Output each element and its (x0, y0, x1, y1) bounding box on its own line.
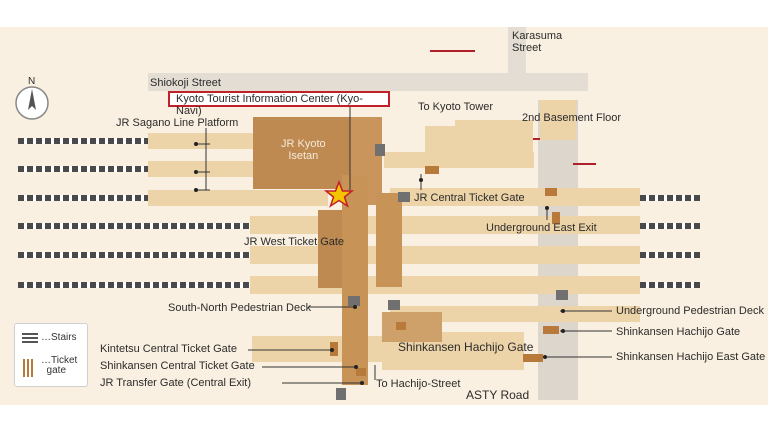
shiokoji-street (148, 73, 588, 91)
karasuma-street-label: Karasuma Street (512, 30, 563, 54)
shiokoji-street-label: Shiokoji Street (150, 77, 221, 89)
kintetsu-gate-label: Kintetsu Central Ticket Gate (100, 343, 237, 355)
pointer-lines (196, 107, 612, 384)
lower-building (382, 312, 442, 342)
pointer-dots (194, 142, 565, 385)
kyoto-tower-label: To Kyoto Tower (418, 101, 494, 113)
sagano-platform-label: JR Sagano Line Platform (116, 117, 239, 129)
shinkansen-hachijo-gate-label: Shinkansen Hachijo Gate (398, 340, 534, 354)
jr-transfer-gate-label: JR Transfer Gate (Central Exit) (100, 377, 251, 389)
underground-pedestrian-deck-label: Underground Pedestrian Deck (616, 305, 764, 317)
stairs-legend-icon (22, 333, 38, 343)
shinkansen-hachijo-east-gate-label: Shinkansen Hachijo East Gate (616, 351, 766, 363)
kyo-navi-star (323, 179, 355, 208)
asty-road-label: ASTY Road (466, 388, 530, 402)
legend: …Stairs …Ticket gate (14, 323, 88, 387)
buildings (253, 117, 442, 385)
underground-east-exit-label: Underground East Exit (486, 222, 597, 234)
karasuma-street (508, 27, 526, 75)
ticket-gate-legend-icon (23, 359, 33, 377)
stairs-markers (336, 144, 568, 400)
ticket-gate-markers (330, 166, 560, 376)
ticket-gate-legend-label: …Ticket gate (41, 355, 78, 376)
stairs-legend-label: …Stairs (41, 332, 77, 343)
hachijo-street-label: To Hachijo-Street (376, 378, 461, 390)
shinkansen-central-gate-label: Shinkansen Central Ticket Gate (100, 360, 255, 372)
isetan-label: JR Kyoto Isetan (281, 138, 326, 162)
jr-west-gate-label: JR West Ticket Gate (244, 236, 345, 248)
mid-building (376, 193, 402, 287)
tracks (18, 138, 700, 288)
deck-column (342, 175, 368, 385)
shinkansen-hachijo-gate-right-label: Shinkansen Hachijo Gate (616, 326, 741, 338)
isetan-building (253, 117, 353, 189)
basement-floor-label: 2nd Basement Floor (522, 112, 622, 124)
compass-n-label: N (28, 76, 36, 87)
jr-central-gate-label: JR Central Ticket Gate (414, 192, 525, 204)
north-compass (15, 86, 49, 120)
kyo-navi-label: Kyoto Tourist Information Center (Kyo-Na… (168, 91, 390, 117)
south-north-deck-label: South-North Pedestrian Deck (168, 302, 312, 314)
